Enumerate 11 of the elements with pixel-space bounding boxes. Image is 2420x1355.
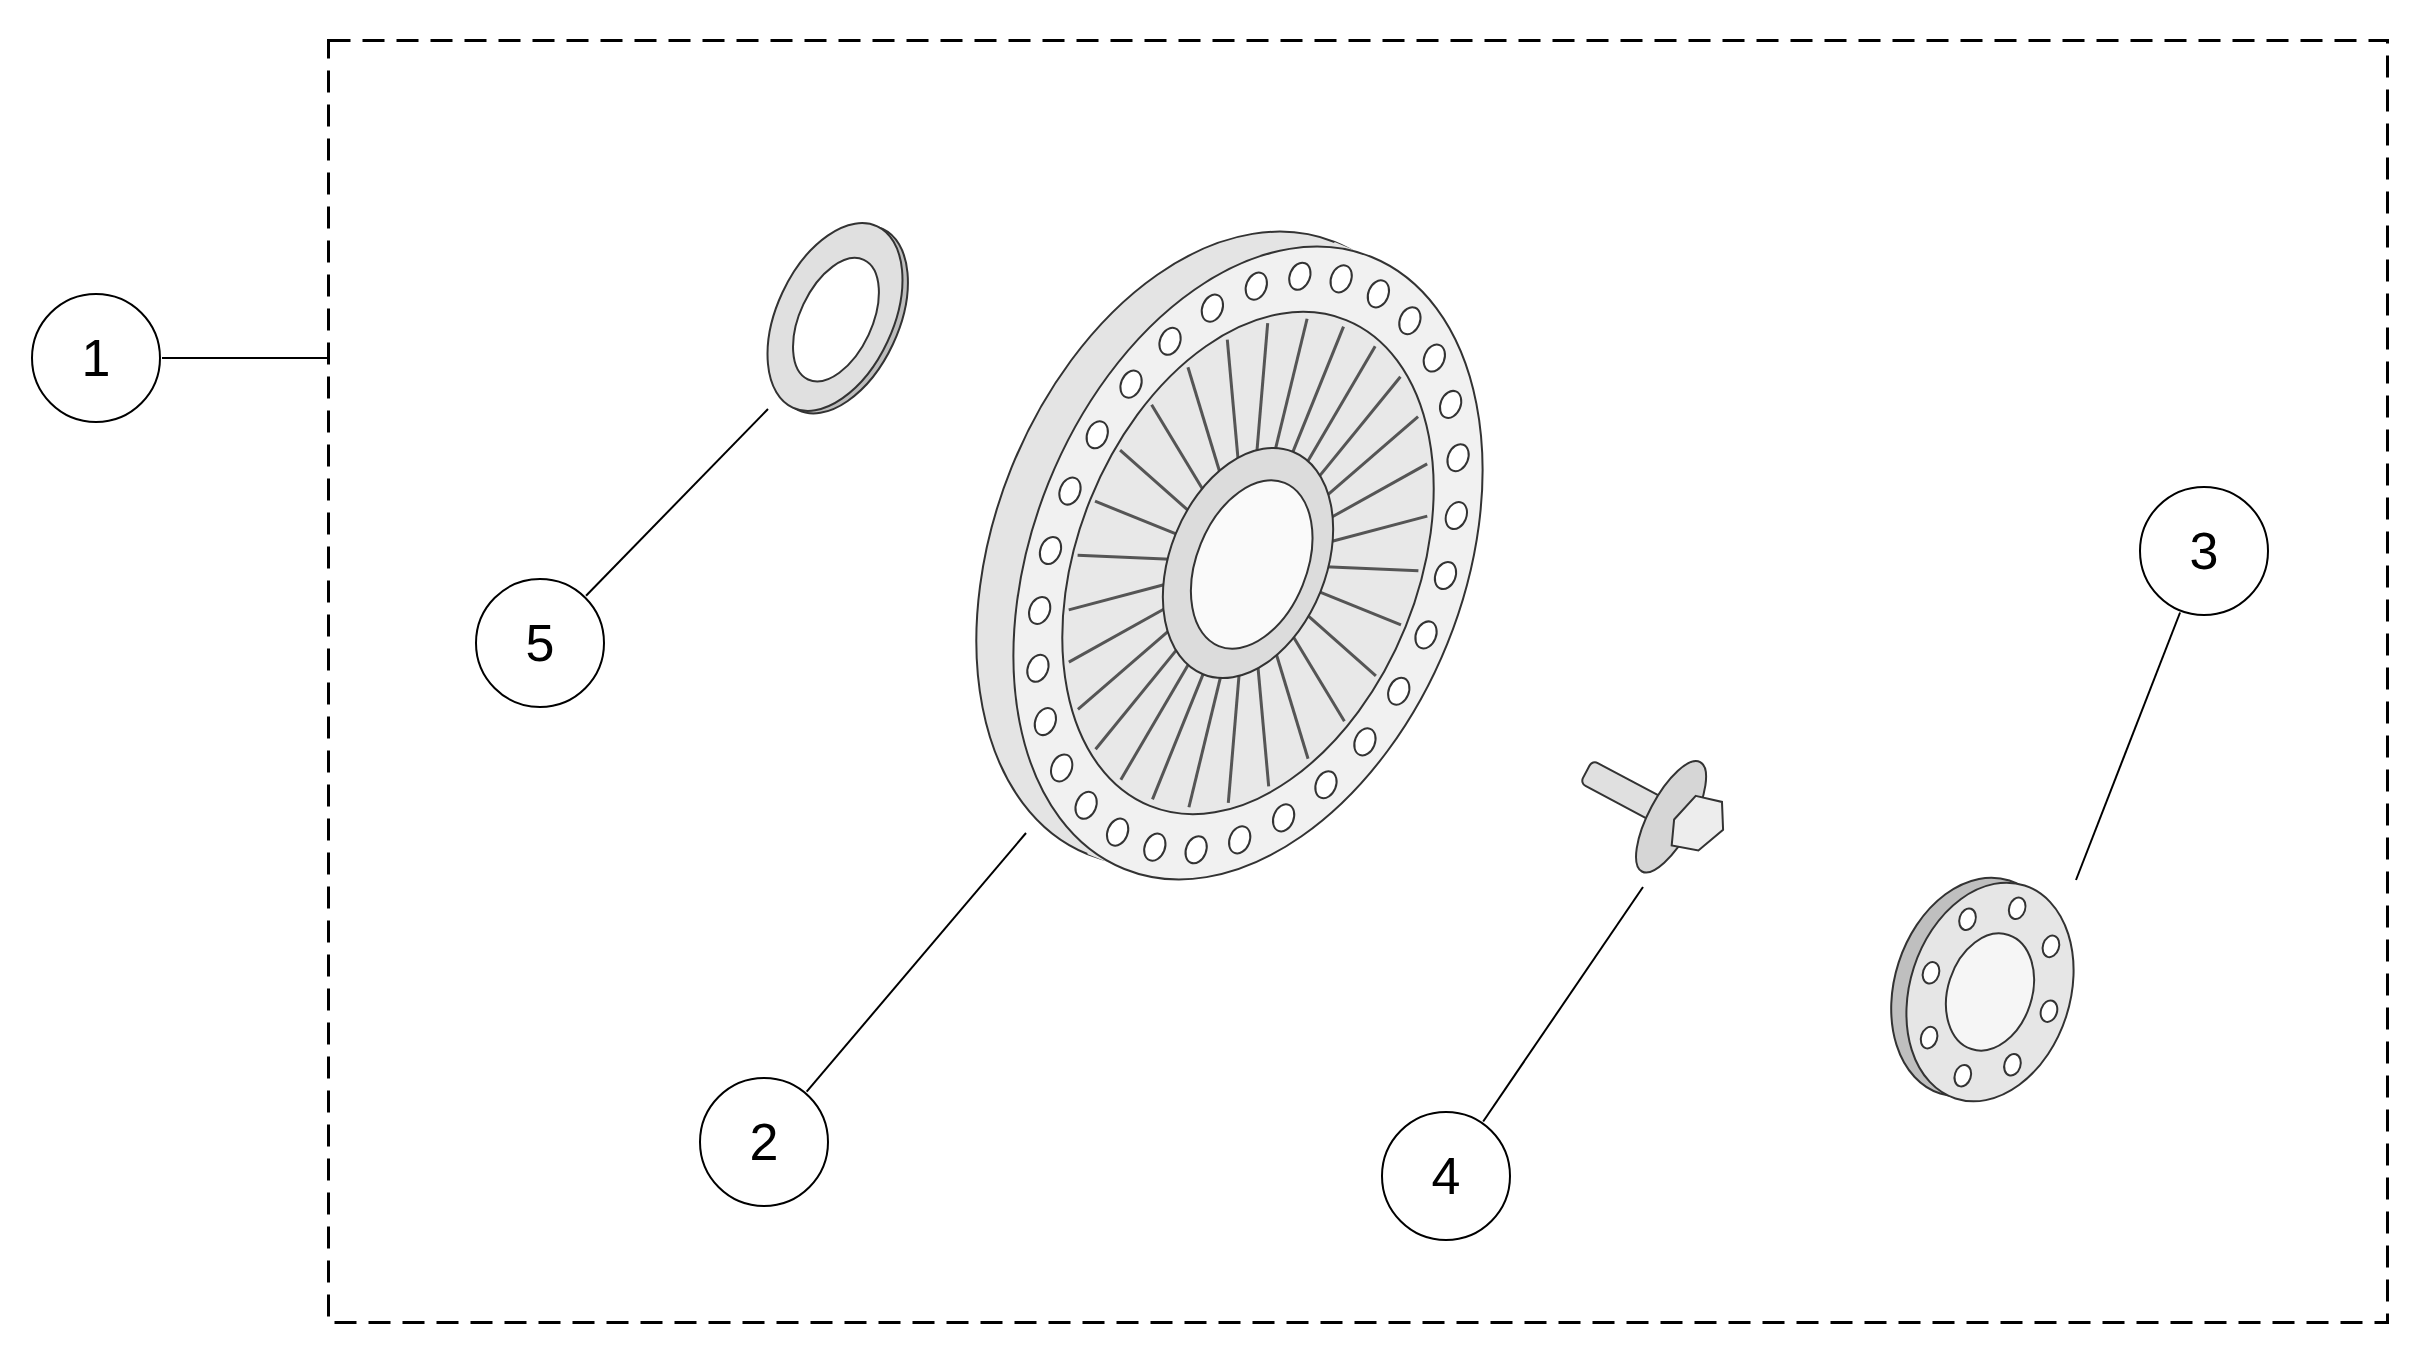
leader-line — [161, 357, 328, 359]
leader-line — [2075, 611, 2182, 881]
callout-number: 5 — [475, 578, 605, 708]
callout-number: 3 — [2139, 486, 2269, 616]
leader-line — [805, 832, 1027, 1093]
callout-number: 4 — [1381, 1111, 1511, 1241]
leader-line — [1482, 886, 1644, 1123]
callout-number: 1 — [31, 293, 161, 423]
leader-line — [585, 408, 769, 597]
callout-number: 2 — [699, 1077, 829, 1207]
kit-frame — [327, 39, 2389, 1324]
